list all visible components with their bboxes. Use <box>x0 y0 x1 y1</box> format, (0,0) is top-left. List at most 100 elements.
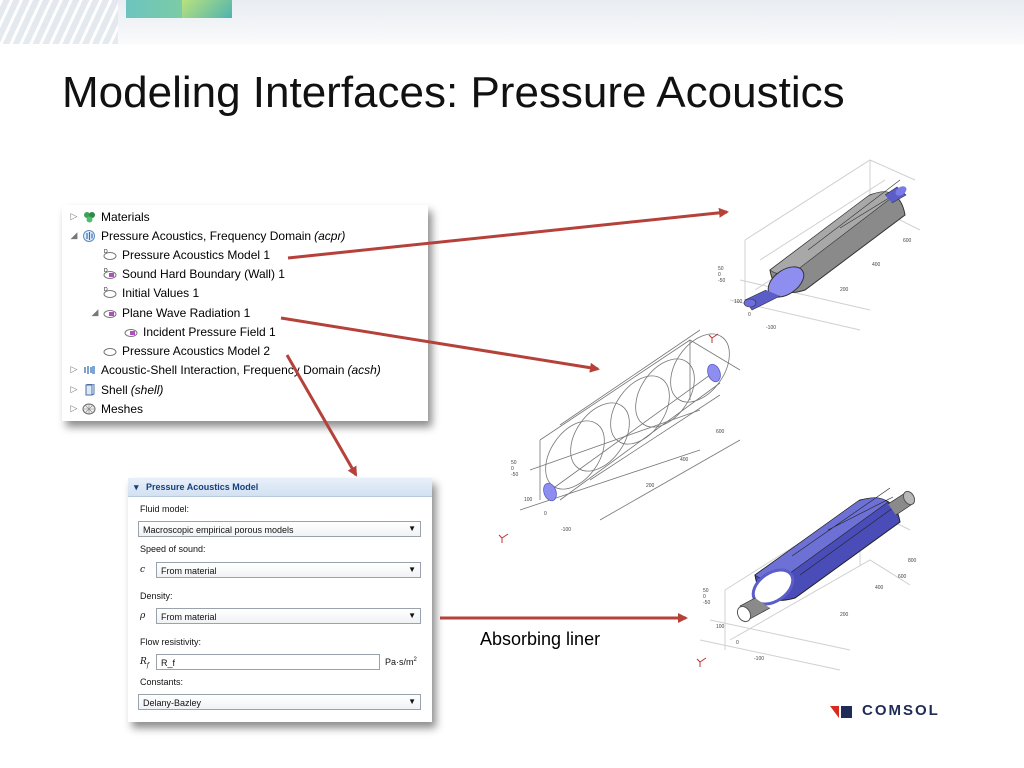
tree-node-label: Plane Wave Radiation 1 <box>122 305 251 320</box>
density-select[interactable]: From material ▼ <box>156 608 421 624</box>
comsol-wordmark: COMSOL <box>862 702 940 719</box>
axis-tick: 400 <box>872 262 881 268</box>
dropdown-arrow-icon: ▼ <box>408 524 416 533</box>
boundary-node-icon: D <box>103 268 117 280</box>
tree-node-label: Acoustic-Shell Interaction, Frequency Do… <box>101 362 345 377</box>
tree-node-pressure-acoustics[interactable]: ◢ Pressure Acoustics, Frequency Domain (… <box>68 226 346 245</box>
speed-of-sound-select[interactable]: From material▼ <box>156 562 421 578</box>
flow-resistivity-input[interactable]: R_f <box>156 654 380 670</box>
tree-node-label: Pressure Acoustics Model 1 <box>122 247 271 262</box>
constants-select[interactable]: Delany-Bazley ▼ <box>138 694 421 710</box>
collapse-arrow-icon[interactable]: ◢ <box>91 307 99 317</box>
muffler-model-absorbing-liner[interactable] <box>699 487 917 671</box>
axis-tick: -100 <box>754 656 765 662</box>
flow-resistivity-symbol: Rf <box>140 657 150 669</box>
multiphysics-icon <box>82 364 96 376</box>
expand-arrow-icon[interactable]: ▷ <box>70 384 78 394</box>
tree-node-label: Meshes <box>101 401 144 416</box>
tree-node-sound-hard-boundary[interactable]: D Sound Hard Boundary (Wall) 1 <box>89 264 285 283</box>
dropdown-arrow-icon: ▼ <box>408 697 416 706</box>
domain-node-icon: D <box>103 249 117 261</box>
expand-arrow-icon[interactable]: ▷ <box>70 211 78 221</box>
tree-node-tag: (acpr) <box>314 228 346 243</box>
fluid-model-value: Macroscopic empirical porous models <box>143 525 294 535</box>
axis-tick: 200 <box>840 287 849 293</box>
comsol-logo: COMSOL <box>830 702 940 719</box>
tree-node-label: Sound Hard Boundary (Wall) 1 <box>122 266 285 281</box>
density-symbol: ρ <box>140 611 146 621</box>
dropdown-arrow-icon: ▼ <box>408 611 416 620</box>
connector-arrows <box>280 207 729 623</box>
tree-node-pressure-acoustics-model-2[interactable]: Pressure Acoustics Model 2 <box>89 341 270 360</box>
section-header[interactable]: ▾ Pressure Acoustics Model <box>128 478 432 497</box>
settings-panel: ▾ Pressure Acoustics Model Fluid model: … <box>128 478 432 722</box>
tree-node-label: Pressure Acoustics Model 2 <box>122 343 271 358</box>
axis-tick: 600 <box>898 574 907 580</box>
density-value: From material <box>161 612 217 622</box>
tree-node-label: Materials <box>101 209 150 224</box>
slide-header-band <box>0 0 1024 44</box>
fluid-model-label: Fluid model: <box>140 504 190 514</box>
axis-tick: 400 <box>680 457 689 463</box>
axis-tick: -100 <box>766 325 777 331</box>
axis-tick: 600 <box>903 238 912 244</box>
density-label: Density: <box>140 591 173 601</box>
tree-node-incident-pressure-field[interactable]: Incident Pressure Field 1 <box>110 322 276 341</box>
axis-tick: 800 <box>908 558 917 564</box>
svg-text:D: D <box>104 249 108 255</box>
tree-node-label: Shell <box>101 382 128 397</box>
speed-of-sound-value: From material <box>161 566 217 576</box>
muffler-model-wireframe[interactable] <box>519 323 741 521</box>
axis-tick: 0 <box>544 511 547 517</box>
muffler-model-top[interactable] <box>729 159 921 331</box>
speed-of-sound-label: Speed of sound: <box>140 544 206 554</box>
constants-value: Delany-Bazley <box>143 698 202 708</box>
axis-tick: 200 <box>840 612 849 618</box>
domain-node-icon: D <box>103 287 117 299</box>
tree-node-plane-wave-radiation[interactable]: ◢ Plane Wave Radiation 1 <box>89 303 251 322</box>
tree-node-label: Incident Pressure Field 1 <box>143 324 276 339</box>
axis-triad-icon <box>498 333 719 667</box>
tree-node-label: Pressure Acoustics, Frequency Domain <box>101 228 312 243</box>
tree-node-meshes[interactable]: ▷ Meshes <box>68 399 144 418</box>
collapse-section-icon[interactable]: ▾ <box>134 482 139 492</box>
shell-icon <box>82 383 96 396</box>
absorbing-liner-caption: Absorbing liner <box>480 629 601 649</box>
axis-tick: 0 <box>736 640 739 646</box>
tree-node-tag: (acsh) <box>347 362 381 377</box>
tree-node-acoustic-shell-interaction[interactable]: ▷ Acoustic-Shell Interaction, Frequency … <box>68 360 381 379</box>
collapse-arrow-icon[interactable]: ◢ <box>70 230 78 240</box>
expand-arrow-icon[interactable]: ▷ <box>70 403 78 413</box>
flow-resistivity-label: Flow resistivity: <box>140 637 202 647</box>
axis-tick: 600 <box>716 429 725 435</box>
axis-tick: 100 <box>524 497 533 503</box>
axis-tick: 0 <box>748 312 751 318</box>
header-pattern <box>0 0 118 44</box>
section-title: Pressure Acoustics Model <box>146 482 259 492</box>
acoustics-physics-icon <box>82 229 96 242</box>
boundary-node-icon <box>103 307 117 319</box>
fluid-model-select[interactable]: Macroscopic empirical porous models ▼ <box>138 521 421 537</box>
domain-node-icon <box>103 345 117 357</box>
tree-node-shell[interactable]: ▷ Shell (shell) <box>68 380 164 399</box>
comsol-mark-icon <box>830 705 852 718</box>
speed-symbol: c <box>140 565 146 575</box>
tree-node-pressure-acoustics-model-1[interactable]: D Pressure Acoustics Model 1 <box>89 245 270 264</box>
tree-node-materials[interactable]: ▷ Materials <box>68 207 150 226</box>
tree-node-label: Initial Values 1 <box>122 285 200 300</box>
tree-node-initial-values[interactable]: D Initial Values 1 <box>89 283 199 302</box>
constants-label: Constants: <box>140 677 184 687</box>
axis-tick: 100 <box>716 624 725 630</box>
expand-arrow-icon[interactable]: ▷ <box>70 364 78 374</box>
axis-tick: -100 <box>561 527 572 533</box>
meshes-icon <box>82 403 96 415</box>
axis-tick: 100 <box>734 299 743 305</box>
header-logo-tile <box>126 0 232 18</box>
tree-node-tag: (shell) <box>130 382 164 397</box>
slide-title: Modeling Interfaces: Pressure Acoustics <box>62 68 845 117</box>
svg-text:D: D <box>104 287 108 293</box>
